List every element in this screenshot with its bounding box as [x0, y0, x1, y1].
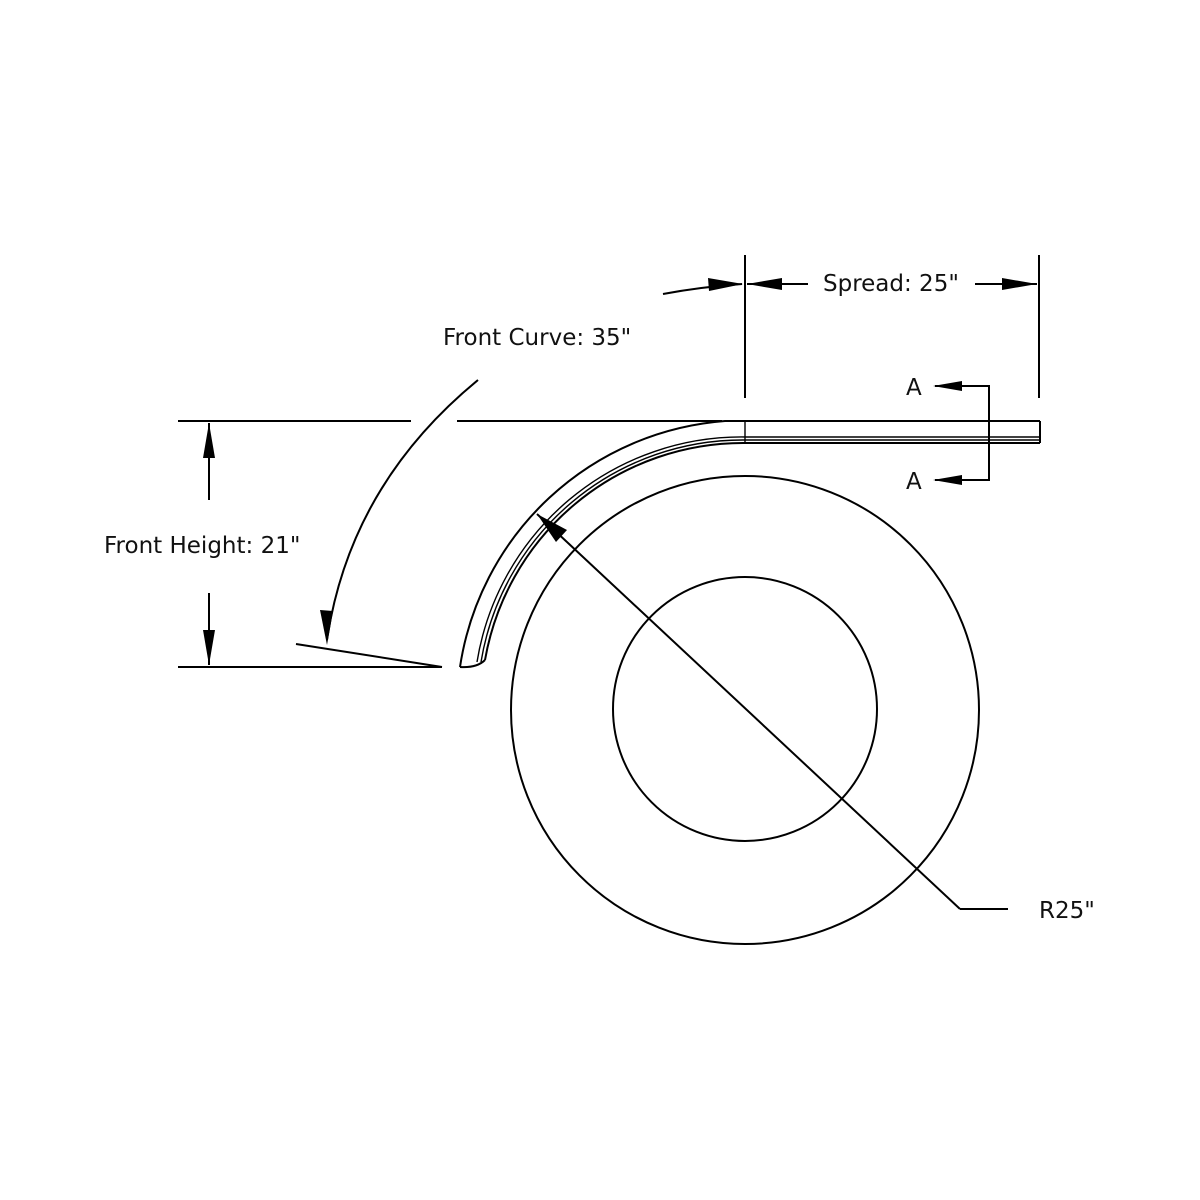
spread-arrow-left-icon	[747, 278, 782, 290]
front-curve-ext-line	[295, 643, 443, 668]
fender	[459, 420, 1041, 669]
fender-outer-edge	[459, 420, 745, 668]
spread-arrow-right-icon	[1002, 278, 1037, 290]
front-curve-arrow-top-icon	[708, 278, 743, 291]
radius-arrow-icon	[537, 514, 567, 542]
front-height-dimension: Front Height: 21"	[104, 420, 722, 668]
radius-label: R25"	[1039, 898, 1095, 924]
spread-dimension: Spread: 25"	[744, 255, 1040, 398]
fender-inner-edge-1	[476, 436, 1040, 663]
front-curve-dimension: Front Curve: 35"	[295, 278, 743, 668]
section-label-top: A	[906, 375, 922, 401]
radius-dimension: R25"	[536, 513, 1095, 924]
spread-label: Spread: 25"	[823, 271, 959, 297]
tire-outer-circle	[510, 475, 980, 945]
section-arrow-top-icon	[933, 381, 962, 391]
front-height-arrow-up-icon	[203, 423, 215, 458]
tire	[510, 475, 980, 945]
section-marker: A A	[906, 375, 990, 495]
fender-inner-edge-2	[480, 439, 1040, 663]
front-height-label: Front Height: 21"	[104, 533, 300, 559]
section-arrow-bottom-icon	[933, 475, 962, 485]
front-curve-label: Front Curve: 35"	[443, 325, 631, 351]
section-line	[935, 385, 990, 481]
front-curve-leader	[326, 379, 479, 641]
section-label-bottom: A	[906, 469, 922, 495]
front-curve-arrow-bottom-icon	[320, 610, 333, 645]
front-height-arrow-down-icon	[203, 630, 215, 665]
fender-inner-edge-3	[484, 441, 1040, 661]
radius-leader	[536, 513, 961, 910]
fender-tip	[459, 659, 486, 669]
wheel-rim-circle	[612, 576, 878, 842]
